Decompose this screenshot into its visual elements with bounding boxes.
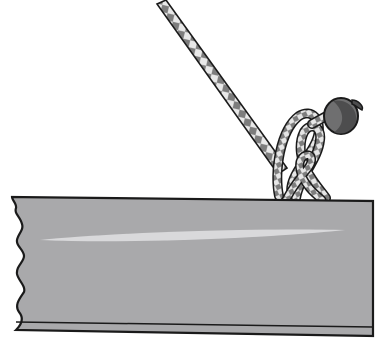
board-body [12,197,373,336]
knot [277,113,330,202]
rope-segment [157,0,287,174]
rope-end-float-icon [324,98,362,134]
torn-edge-board-icon [12,197,373,336]
rope [157,0,287,174]
